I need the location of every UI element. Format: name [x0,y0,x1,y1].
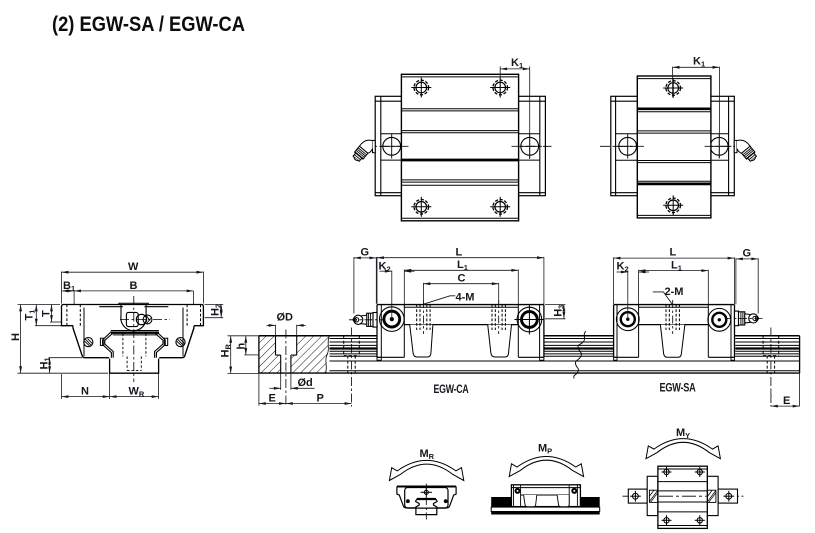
svg-text:Ød: Ød [298,377,313,389]
svg-text:2-M: 2-M [665,286,684,298]
svg-text:L1: L1 [457,259,468,272]
svg-text:K2: K2 [617,261,629,274]
svg-text:T1: T1 [24,310,37,321]
svg-text:MP: MP [538,443,552,456]
svg-text:EGW-SA: EGW-SA [660,383,696,395]
svg-text:H1: H1 [39,357,52,369]
svg-text:h: h [235,343,247,350]
svg-text:L1: L1 [671,259,682,272]
svg-text:B1: B1 [63,280,75,293]
svg-text:4-M: 4-M [456,291,475,303]
svg-text:P: P [317,392,324,404]
svg-text:K2: K2 [379,260,391,273]
svg-text:L: L [670,247,677,259]
svg-text:K1: K1 [511,57,523,70]
svg-text:EGW-CA: EGW-CA [434,384,469,396]
svg-text:E: E [269,392,276,404]
svg-text:B: B [130,280,138,292]
svg-text:N: N [81,385,89,397]
svg-text:H3: H3 [553,305,566,317]
svg-text:HR: HR [219,344,232,358]
svg-text:(2) EGW-SA / EGW-CA: (2) EGW-SA / EGW-CA [52,13,245,36]
svg-text:T: T [41,310,53,317]
svg-text:MY: MY [676,427,690,440]
svg-text:WR: WR [129,385,145,398]
svg-text:C: C [458,273,466,285]
svg-text:K1: K1 [693,56,705,69]
svg-text:G: G [361,247,370,259]
svg-text:H2: H2 [210,304,223,316]
svg-text:E: E [783,395,790,407]
svg-text:ØD: ØD [277,311,294,323]
svg-text:W: W [128,261,139,273]
svg-text:G: G [743,248,752,260]
svg-text:H: H [10,333,22,341]
svg-text:L: L [456,246,463,258]
svg-text:MR: MR [420,448,435,461]
